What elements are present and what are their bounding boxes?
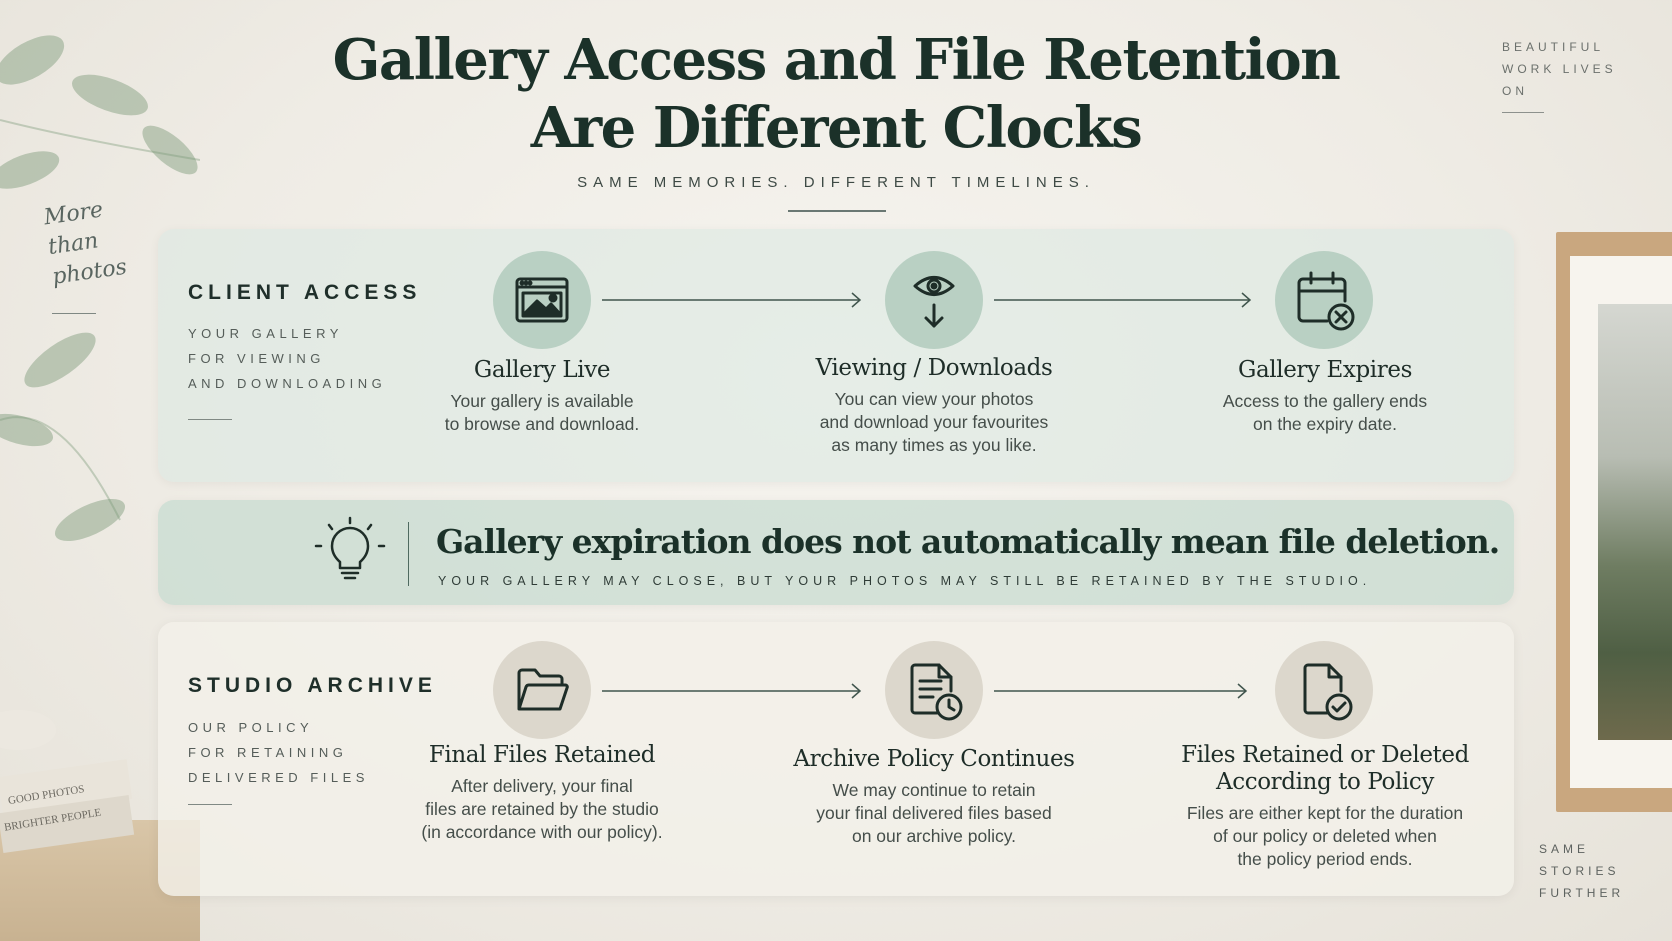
step-title: Viewing / Downloads: [815, 355, 1053, 381]
eye-download-icon: [885, 251, 983, 349]
calendar-expired-icon: [1275, 251, 1373, 349]
step-title: Final Files Retained: [428, 742, 656, 768]
step-title: Gallery Live: [473, 357, 611, 383]
arrow-right-icon: [994, 292, 1252, 308]
script-tagline: More than photos: [42, 197, 129, 290]
step-files-retained-or-deleted: Files Retained or Deleted According to P…: [1160, 742, 1490, 871]
step-description: After delivery, your final files are ret…: [421, 776, 663, 842]
document-check-icon: [1275, 641, 1373, 739]
divider: [188, 804, 232, 805]
gallery-window-icon: [493, 251, 591, 349]
key-note-banner: Gallery expiration does not automaticall…: [158, 500, 1514, 605]
book-stack-decoration: GOOD PHOTOS BRIGHTER PEOPLE: [0, 710, 135, 853]
step-description: Access to the gallery ends on the expiry…: [1222, 391, 1428, 434]
key-note-title: Gallery expiration does not automaticall…: [436, 522, 1500, 561]
page-subtitle: SAME MEMORIES. DIFFERENT TIMELINES.: [577, 174, 1095, 191]
divider: [788, 210, 886, 212]
step-description: Files are either kept for the duration o…: [1186, 803, 1464, 869]
step-title: Files Retained or Deleted According to P…: [1181, 742, 1469, 795]
page-title: Gallery Access and File Retention Are Di…: [332, 27, 1341, 161]
step-title: Gallery Expires: [1238, 357, 1412, 383]
section-subtitle: YOUR GALLERY FOR VIEWING AND DOWNLOADING: [188, 326, 387, 391]
corner-tagline-top-right: BEAUTIFUL WORK LIVES ON: [1502, 40, 1617, 98]
lightbulb-icon: [314, 516, 386, 580]
step-description: We may continue to retain your final del…: [816, 780, 1052, 846]
arrow-right-icon: [602, 292, 862, 308]
plant-decoration: [0, 35, 200, 542]
step-gallery-expires: Gallery Expires Access to the gallery en…: [1175, 357, 1475, 436]
studio-archive-panel: STUDIO ARCHIVE OUR POLICY FOR RETAINING …: [158, 622, 1514, 896]
divider: [408, 522, 409, 586]
section-subtitle: OUR POLICY FOR RETAINING DELIVERED FILES: [188, 720, 369, 785]
step-title: Archive Policy Continues: [793, 746, 1075, 772]
section-title: STUDIO ARCHIVE: [188, 674, 437, 697]
divider: [52, 313, 96, 314]
divider: [1502, 112, 1544, 113]
arrow-right-icon: [602, 683, 862, 699]
landscape-photo: [1598, 304, 1672, 740]
step-archive-policy-continues: Archive Policy Continues We may continue…: [784, 746, 1084, 848]
document-clock-icon: [885, 641, 983, 739]
divider: [188, 419, 232, 420]
step-description: You can view your photos and download yo…: [819, 389, 1049, 455]
arrow-right-icon: [994, 683, 1248, 699]
corner-tagline-bottom-right: SAME STORIES FURTHER: [1539, 842, 1625, 900]
step-viewing-downloads: Viewing / Downloads You can view your ph…: [784, 355, 1084, 457]
section-title: CLIENT ACCESS: [188, 281, 422, 304]
key-note-subtitle: YOUR GALLERY MAY CLOSE, BUT YOUR PHOTOS …: [438, 574, 1372, 588]
folder-icon: [493, 641, 591, 739]
step-description: Your gallery is available to browse and …: [444, 391, 640, 434]
client-access-panel: CLIENT ACCESS YOUR GALLERY FOR VIEWING A…: [158, 229, 1514, 482]
step-final-files-retained: Final Files Retained After delivery, you…: [392, 742, 692, 844]
step-gallery-live: Gallery Live Your gallery is available t…: [392, 357, 692, 436]
